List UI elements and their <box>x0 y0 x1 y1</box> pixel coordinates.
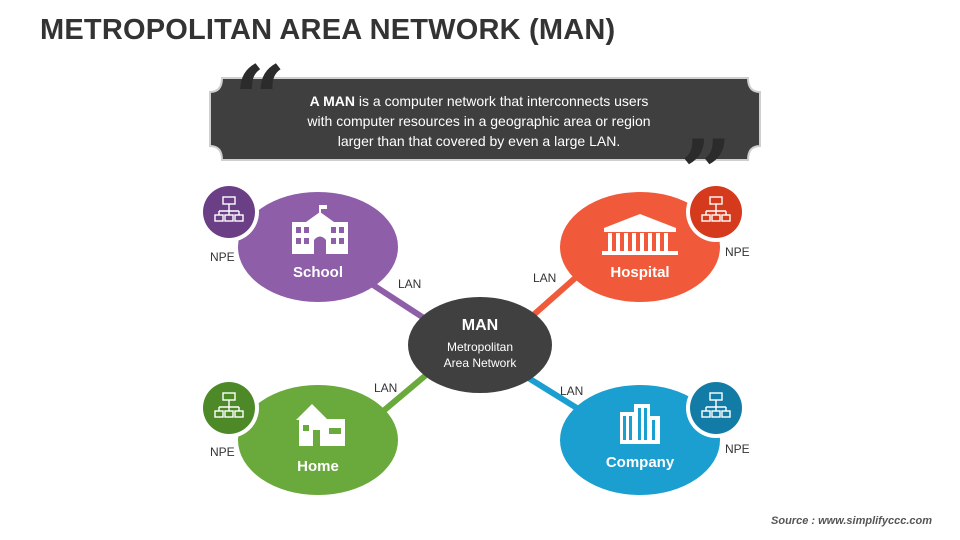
man-node <box>408 297 552 393</box>
house-icon <box>296 404 345 446</box>
man-title: MAN <box>461 317 499 334</box>
network-icon <box>214 196 244 222</box>
network-icon <box>701 196 731 222</box>
npe-label-company: NPE <box>725 442 750 456</box>
definition-line-2: with computer resources in a geographic … <box>307 113 651 129</box>
school-label: School <box>292 264 343 281</box>
definition-line-3: larger than that covered by even a large… <box>337 133 621 149</box>
npe-label-hospital: NPE <box>725 245 750 259</box>
definition-text: A MAN is a computer network that interco… <box>266 91 692 151</box>
hospital-building-icon <box>602 214 678 255</box>
hospital-label: Hospital <box>610 264 670 281</box>
link-school <box>368 280 432 325</box>
school-building-icon <box>292 205 348 254</box>
source-credit: Source : www.simplifyccc.com <box>771 515 932 527</box>
page-title: METROPOLITAN AREA NETWORK (MAN) <box>40 14 616 46</box>
man-subtitle-line-2: Area Network <box>443 356 517 370</box>
lan-label-hospital: LAN <box>533 271 557 285</box>
definition-line-1: is a computer network that interconnects… <box>355 93 649 109</box>
definition-lead: A MAN <box>309 93 355 109</box>
open-quote-icon: “ <box>234 46 286 152</box>
company-label: Company <box>605 454 675 471</box>
lan-label-home: LAN <box>374 381 398 395</box>
office-tower-icon <box>620 404 660 444</box>
link-company <box>520 371 582 413</box>
lan-label-school: LAN <box>398 277 422 291</box>
home-label: Home <box>297 458 339 475</box>
network-icon <box>214 392 244 418</box>
link-hospital <box>528 269 584 321</box>
lan-label-company: LAN <box>560 384 584 398</box>
network-icon <box>701 392 731 418</box>
man-subtitle-line-1: Metropolitan <box>446 340 514 354</box>
npe-label-school: NPE <box>210 250 235 264</box>
man-subtitle: Metropolitan Area Network <box>420 339 540 371</box>
npe-label-home: NPE <box>210 445 235 459</box>
